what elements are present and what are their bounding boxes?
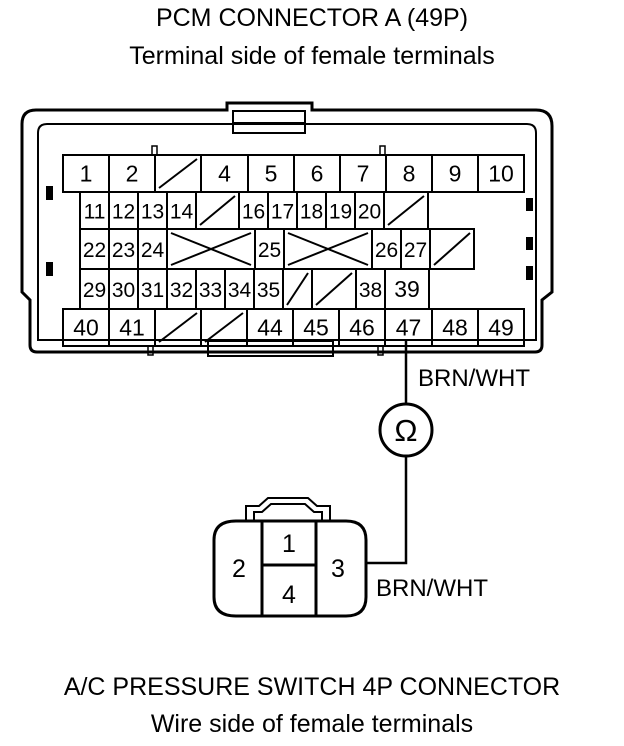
switch-pin-label: 2 bbox=[232, 555, 246, 583]
pcm-terminal-number: 40 bbox=[73, 315, 99, 341]
wire-brn-wht bbox=[366, 456, 408, 565]
pcm-terminal-number: 35 bbox=[257, 279, 280, 302]
switch-connector-body bbox=[212, 519, 368, 618]
pcm-terminal-number: 30 bbox=[112, 279, 135, 302]
pcm-terminal-number: 44 bbox=[257, 315, 283, 341]
pcm-unused-terminal-slash bbox=[158, 312, 198, 343]
pcm-terminal-number: 49 bbox=[488, 315, 514, 341]
pcm-terminal-number: 8 bbox=[403, 161, 416, 187]
pcm-connector-title: PCM CONNECTOR A (49P) bbox=[155, 4, 469, 32]
pcm-terminal-number: 14 bbox=[170, 201, 194, 224]
pcm-connector-inner-shell bbox=[37, 123, 537, 341]
pcm-terminal-number: 27 bbox=[404, 239, 427, 262]
pcm-unused-terminal-slash bbox=[158, 158, 198, 189]
pcm-terminal-number: 47 bbox=[396, 315, 422, 341]
switch-connector-latch bbox=[245, 497, 331, 521]
pcm-terminal-number: 7 bbox=[357, 161, 370, 187]
wire-upper-label: BRN/WHT bbox=[418, 365, 530, 392]
pcm-terminal-cavity bbox=[429, 228, 475, 270]
pcm-connector-outer-shell bbox=[20, 101, 554, 354]
pcm-terminal-number: 11 bbox=[84, 201, 106, 224]
pcm-connector-side-lock bbox=[46, 186, 53, 200]
switch-connector-title: A/C PRESSURE SWITCH 4P CONNECTOR bbox=[63, 673, 561, 701]
pcm-connector-subtitle: Terminal side of female terminals bbox=[129, 42, 495, 70]
pcm-connector-side-lock bbox=[46, 262, 53, 276]
switch-pin-label: 3 bbox=[331, 555, 345, 583]
pcm-unused-terminal-slash bbox=[387, 195, 425, 226]
pcm-terminal-number: 29 bbox=[83, 279, 106, 302]
pcm-unused-terminal-slash bbox=[199, 195, 236, 226]
ohmmeter-icon: Ω bbox=[394, 413, 417, 448]
pcm-terminal-number: 1 bbox=[80, 161, 93, 187]
switch-connector-subtitle: Wire side of female terminals bbox=[150, 710, 474, 738]
pcm-terminal-number: 31 bbox=[141, 279, 164, 302]
pcm-terminal-number: 16 bbox=[242, 201, 265, 224]
switch-pin-label: 1 bbox=[282, 530, 296, 558]
pcm-terminal-number: 18 bbox=[300, 201, 323, 224]
pcm-unused-terminal-slash bbox=[433, 232, 471, 266]
pcm-terminal-number: 39 bbox=[394, 276, 420, 302]
pcm-terminal-number: 41 bbox=[119, 315, 145, 341]
pcm-terminal-number: 10 bbox=[488, 161, 514, 187]
pcm-connector-side-lock bbox=[526, 198, 533, 211]
pcm-unused-terminal-slash bbox=[286, 272, 309, 306]
pcm-terminal-number: 34 bbox=[228, 279, 252, 302]
pcm-terminal-number: 6 bbox=[311, 161, 324, 187]
pcm-terminal-number: 45 bbox=[303, 315, 329, 341]
pcm-connector-tab bbox=[379, 145, 386, 156]
pcm-terminal-number: 5 bbox=[265, 161, 278, 187]
pcm-terminal-number: 4 bbox=[218, 161, 231, 187]
pcm-terminal-number: 48 bbox=[442, 315, 468, 341]
pcm-unused-terminal-slash bbox=[204, 312, 244, 343]
pcm-terminal-number: 46 bbox=[349, 315, 375, 341]
pcm-terminal-number: 9 bbox=[449, 161, 462, 187]
switch-connector-latch-inner bbox=[253, 503, 323, 521]
pcm-terminal-number: 25 bbox=[258, 239, 281, 262]
pcm-connector-side-lock bbox=[526, 266, 533, 280]
pcm-unused-terminal-cross bbox=[170, 232, 252, 266]
ohmmeter-circle bbox=[378, 402, 434, 458]
pcm-terminal-number: 24 bbox=[141, 239, 165, 262]
pcm-terminal-cavity bbox=[477, 154, 525, 193]
pcm-terminal-number: 32 bbox=[170, 279, 193, 302]
pcm-terminal-number: 2 bbox=[126, 161, 139, 187]
pcm-terminal-number: 13 bbox=[141, 201, 164, 224]
pcm-terminal-number: 26 bbox=[375, 239, 398, 262]
pcm-terminal-number: 12 bbox=[112, 201, 135, 224]
pcm-connector-side-lock bbox=[526, 237, 533, 250]
pcm-unused-terminal-cross bbox=[287, 232, 369, 266]
pcm-terminal-number: 38 bbox=[359, 279, 382, 302]
pcm-unused-terminal-slash bbox=[315, 272, 353, 306]
pcm-terminal-number: 17 bbox=[271, 201, 294, 224]
pcm-terminal-number: 23 bbox=[112, 239, 135, 262]
pcm-terminal-number: 20 bbox=[358, 201, 381, 224]
pcm-terminal-number: 33 bbox=[199, 279, 222, 302]
wire-lower-label: BRN/WHT bbox=[376, 575, 488, 602]
pcm-terminal-cavity bbox=[477, 308, 525, 347]
switch-pin-label: 4 bbox=[282, 581, 296, 609]
pcm-connector-bottom-key bbox=[207, 340, 334, 357]
pcm-terminal-number: 22 bbox=[83, 239, 106, 262]
pcm-terminal-number: 19 bbox=[329, 201, 352, 224]
pcm-connector-tab bbox=[151, 145, 158, 156]
